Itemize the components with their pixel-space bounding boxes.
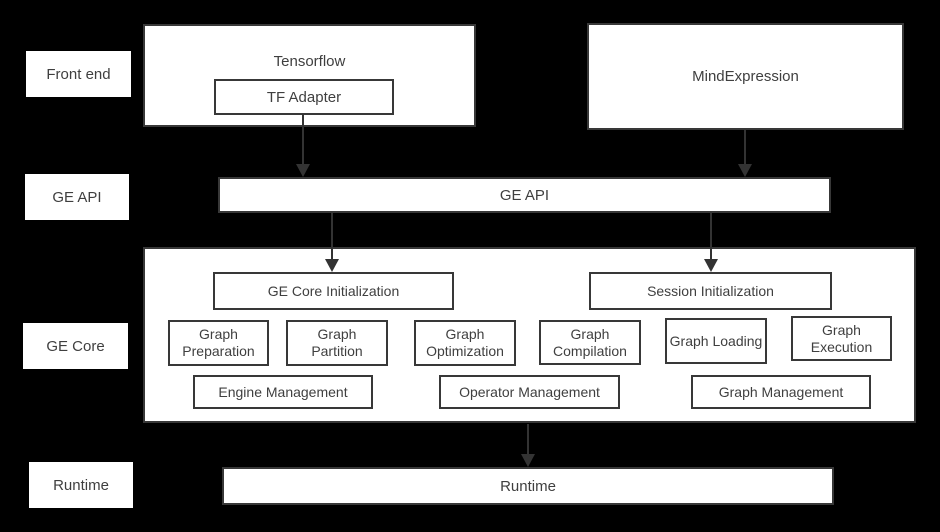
ge-core-initialization-box: GE Core Initialization bbox=[213, 272, 454, 310]
graph-management-box: Graph Management bbox=[691, 375, 871, 409]
arrow-stem bbox=[527, 424, 529, 454]
arrow-head-icon bbox=[738, 164, 752, 177]
tf-adapter-box: TF Adapter bbox=[214, 79, 394, 115]
runtime-bar: Runtime bbox=[222, 467, 834, 505]
arrow-head-icon bbox=[296, 164, 310, 177]
engine-management-box: Engine Management bbox=[193, 375, 373, 409]
mindexpression-box: MindExpression bbox=[587, 23, 904, 130]
side-label-ge-api: GE API bbox=[25, 174, 129, 220]
graph-compilation-box: Graph Compilation bbox=[539, 320, 641, 365]
session-initialization-box: Session Initialization bbox=[589, 272, 832, 310]
arrow-stem bbox=[710, 213, 712, 259]
graph-execution-box: Graph Execution bbox=[791, 316, 892, 361]
arrow-stem bbox=[302, 114, 304, 164]
arrow-stem bbox=[744, 130, 746, 164]
arrow-head-icon bbox=[704, 259, 718, 272]
operator-management-box: Operator Management bbox=[439, 375, 620, 409]
tensorflow-box: Tensorflow TF Adapter bbox=[143, 24, 476, 127]
tensorflow-title: Tensorflow bbox=[273, 53, 346, 70]
side-label-runtime: Runtime bbox=[29, 462, 133, 508]
ge-api-bar: GE API bbox=[218, 177, 831, 213]
side-label-ge-core: GE Core bbox=[23, 323, 128, 369]
graph-optimization-box: Graph Optimization bbox=[414, 320, 516, 366]
side-label-front-end: Front end bbox=[26, 51, 131, 97]
graph-preparation-box: Graph Preparation bbox=[168, 320, 269, 366]
graph-partition-box: Graph Partition bbox=[286, 320, 388, 366]
arrow-head-icon bbox=[521, 454, 535, 467]
graph-loading-box: Graph Loading bbox=[665, 318, 767, 364]
arrow-stem bbox=[331, 213, 333, 259]
arrow-head-icon bbox=[325, 259, 339, 272]
